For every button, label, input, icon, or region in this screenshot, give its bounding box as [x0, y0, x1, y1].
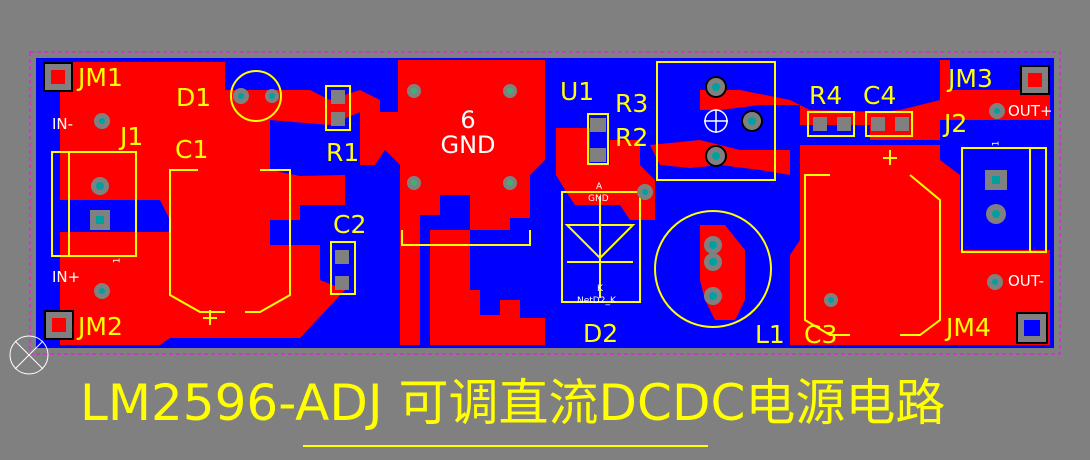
- j1-label: J1: [120, 122, 144, 151]
- c2-label: C2: [333, 210, 367, 239]
- j2-label: J2: [944, 109, 968, 138]
- jm4-label: JM4: [946, 313, 991, 342]
- d1-label: D1: [176, 83, 212, 112]
- silkscreen: [51, 61, 1047, 336]
- board-outline: [29, 51, 1061, 355]
- r1-label: R1: [326, 138, 360, 167]
- mounting-holes: [43, 62, 1050, 344]
- u1-label: U1: [560, 77, 595, 106]
- out-minus-label: OUT-: [1008, 272, 1044, 290]
- d2-cathode-label: K: [597, 284, 603, 294]
- d2-label: D2: [583, 319, 619, 348]
- r4-label: R4: [809, 81, 843, 110]
- in-plus-label: IN+: [52, 268, 81, 286]
- c3-label: C3: [804, 320, 838, 349]
- pad-net: GND: [440, 131, 496, 160]
- pad-number: 6: [460, 106, 476, 134]
- in-minus-label: IN-: [52, 115, 74, 133]
- j1-pin1-label: 1: [112, 257, 123, 264]
- c4-label: C4: [863, 81, 897, 110]
- jm1-label: JM1: [78, 63, 123, 92]
- jm2-label: JM2: [78, 312, 123, 341]
- pads: [90, 76, 1007, 307]
- board-title: LM2596-ADJ 可调直流DCDC电源电路: [80, 374, 946, 432]
- d2-net-label: NetD2_K: [577, 296, 616, 306]
- d2-gnd-label: GND: [588, 194, 609, 204]
- r3-label: R3: [615, 89, 649, 118]
- c1-label: C1: [175, 135, 209, 164]
- cursor-crosshair-icon: [9, 335, 49, 375]
- title-underline: [303, 445, 708, 447]
- pad-6-label: 6 GND: [433, 106, 503, 160]
- jm3-label: JM3: [948, 64, 993, 93]
- out-plus-label: OUT+: [1008, 102, 1053, 120]
- l1-label: L1: [755, 320, 785, 349]
- r2-label: R2: [615, 123, 649, 152]
- j2-pin1-label: 1: [991, 140, 1002, 147]
- d2-anode-label: A: [596, 182, 603, 192]
